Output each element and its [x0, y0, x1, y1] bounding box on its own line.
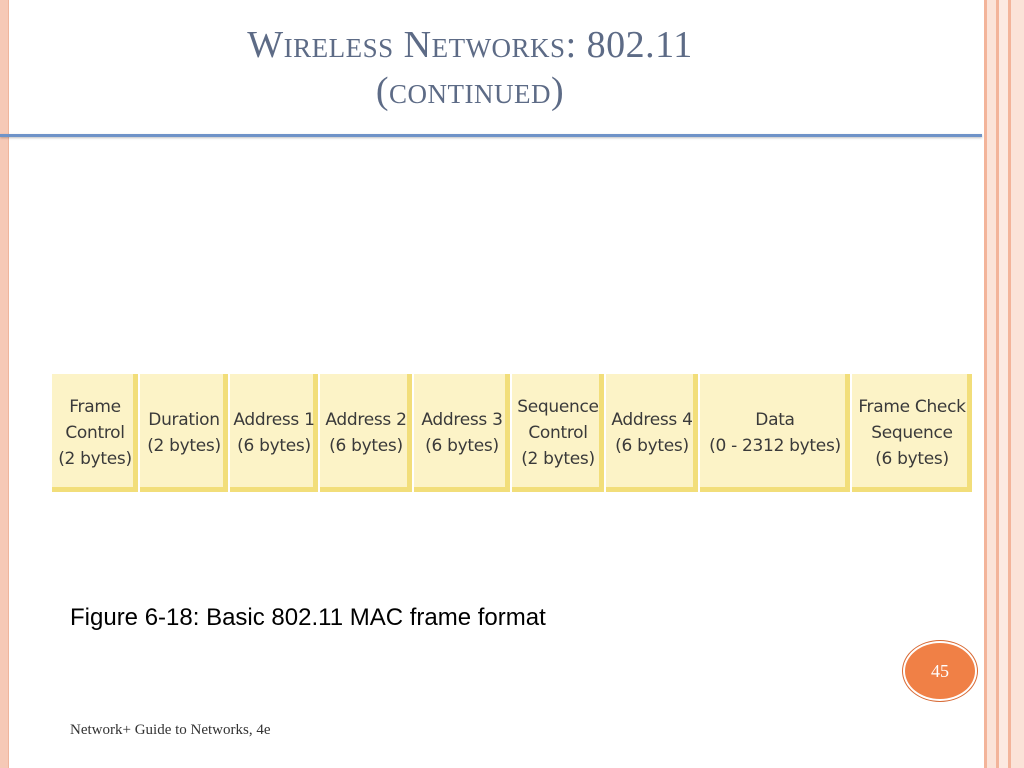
field-address-2: Address 2 (6 bytes): [320, 374, 412, 492]
field-address-3: Address 3 (6 bytes): [414, 374, 510, 492]
field-size: (6 bytes): [425, 436, 499, 456]
field-label-2: Control: [528, 423, 588, 443]
slide-title: Wireless Networks: 802.11 (continued): [120, 22, 820, 114]
field-size: (0 - 2312 bytes): [709, 436, 841, 456]
field-size: (6 bytes): [329, 436, 403, 456]
field-label-2: Sequence: [871, 423, 953, 443]
field-label-2: Control: [65, 423, 125, 443]
field-data: Data (0 - 2312 bytes): [700, 374, 850, 492]
field-size: (6 bytes): [875, 449, 949, 469]
figure-caption: Figure 6-18: Basic 802.11 MAC frame form…: [70, 604, 546, 631]
field-size: (2 bytes): [147, 436, 221, 456]
field-size: (6 bytes): [237, 436, 311, 456]
field-label: Frame: [69, 397, 121, 417]
field-size: (2 bytes): [521, 449, 595, 469]
field-label: Address 3: [421, 410, 503, 430]
slide-footer: Network+ Guide to Networks, 4e: [70, 722, 271, 738]
field-label: Address 4: [611, 410, 693, 430]
field-address-1: Address 1 (6 bytes): [230, 374, 318, 492]
mac-frame-diagram: Frame Control (2 bytes) Duration (2 byte…: [52, 374, 972, 496]
right-border-decoration: [982, 0, 1024, 768]
field-size: (2 bytes): [58, 449, 132, 469]
field-size: (6 bytes): [615, 436, 689, 456]
title-line-1: Wireless Networks: 802.11: [247, 24, 693, 66]
field-label: Frame Check: [858, 397, 966, 417]
page-number: 45: [931, 660, 949, 681]
field-label: Address 2: [325, 410, 407, 430]
field-address-4: Address 4 (6 bytes): [606, 374, 698, 492]
title-line-2: (continued): [375, 70, 565, 112]
field-label: Data: [755, 410, 795, 430]
field-frame-check-sequence: Frame Check Sequence (6 bytes): [852, 374, 972, 492]
field-label: Sequence: [517, 397, 599, 417]
left-border-decoration: [0, 0, 9, 768]
field-duration: Duration (2 bytes): [140, 374, 228, 492]
field-sequence-control: Sequence Control (2 bytes): [512, 374, 604, 492]
title-divider: [0, 134, 982, 137]
field-label: Duration: [148, 410, 220, 430]
page-number-badge: 45: [903, 641, 977, 701]
field-frame-control: Frame Control (2 bytes): [52, 374, 138, 492]
field-label: Address 1: [233, 410, 315, 430]
